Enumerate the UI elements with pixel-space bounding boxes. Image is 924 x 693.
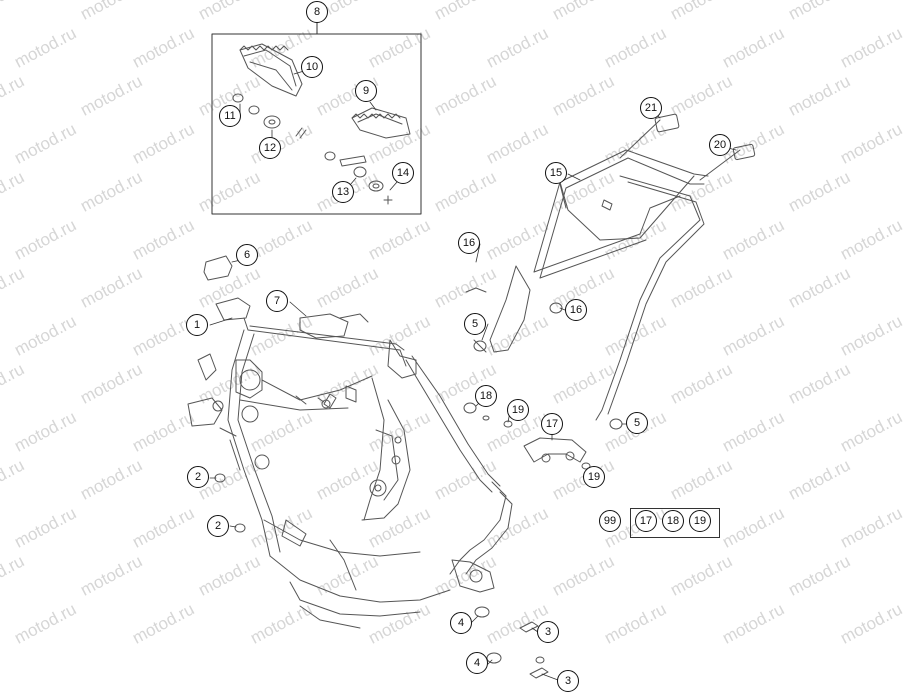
bushing-20 bbox=[732, 143, 756, 161]
callout-20: 20 bbox=[709, 134, 731, 156]
bushing-21 bbox=[654, 113, 680, 133]
footpeg-hardware bbox=[232, 93, 393, 205]
callout-15: 15 bbox=[545, 162, 567, 184]
footpeg-left bbox=[239, 43, 303, 97]
callout-21: 21 bbox=[640, 97, 662, 119]
callout-16: 16 bbox=[458, 232, 480, 254]
callout-4: 4 bbox=[466, 652, 488, 674]
callout-kit-19: 19 bbox=[689, 510, 711, 532]
leader-lines bbox=[209, 67, 737, 681]
callout-1: 1 bbox=[186, 314, 208, 336]
callout-99: 99 bbox=[599, 510, 621, 532]
callout-kit-17: 17 bbox=[635, 510, 657, 532]
callout-5: 5 bbox=[464, 313, 486, 335]
callout-kit-18: 18 bbox=[662, 510, 684, 532]
callout-3: 3 bbox=[557, 670, 579, 692]
callout-5: 5 bbox=[626, 412, 648, 434]
callout-4: 4 bbox=[450, 612, 472, 634]
callout-17: 17 bbox=[541, 413, 563, 435]
callout-7: 7 bbox=[266, 290, 288, 312]
chain-guide-6 bbox=[203, 255, 233, 281]
callout-2: 2 bbox=[207, 515, 229, 537]
callout-8: 8 bbox=[306, 1, 328, 23]
footpeg-right bbox=[351, 107, 411, 139]
callout-2: 2 bbox=[187, 466, 209, 488]
callout-19: 19 bbox=[583, 466, 605, 488]
kit-group-box bbox=[630, 508, 720, 538]
callout-19: 19 bbox=[507, 399, 529, 421]
callout-10: 10 bbox=[301, 56, 323, 78]
callout-9: 9 bbox=[355, 80, 377, 102]
mount-7 bbox=[299, 313, 349, 339]
main-frame bbox=[187, 287, 513, 629]
subframe bbox=[489, 119, 741, 421]
callout-11: 11 bbox=[219, 105, 241, 127]
callout-16: 16 bbox=[565, 299, 587, 321]
callout-12: 12 bbox=[259, 137, 281, 159]
callout-3: 3 bbox=[537, 621, 559, 643]
callout-6: 6 bbox=[236, 244, 258, 266]
callout-13: 13 bbox=[332, 181, 354, 203]
callout-14: 14 bbox=[392, 162, 414, 184]
small-parts bbox=[214, 302, 623, 679]
protector-1 bbox=[215, 297, 251, 321]
callout-18: 18 bbox=[475, 385, 497, 407]
